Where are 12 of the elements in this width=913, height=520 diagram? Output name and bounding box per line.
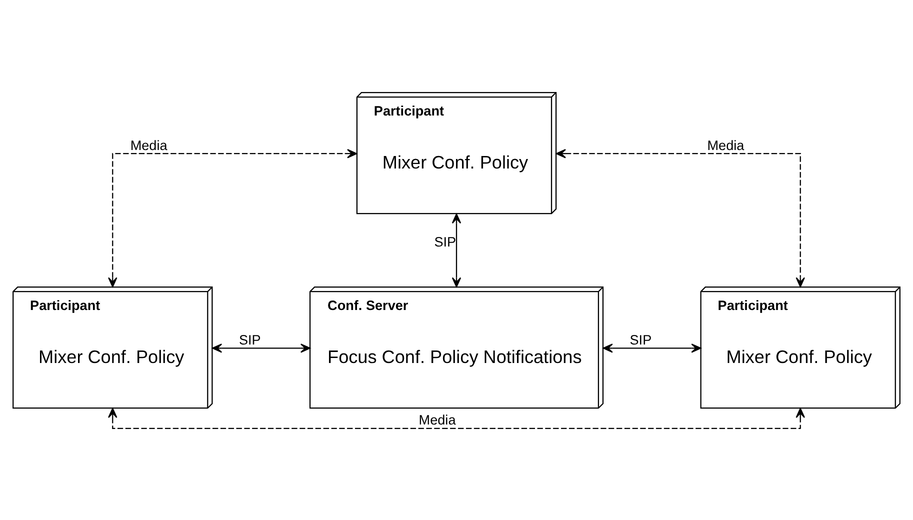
edge-label: Media	[130, 137, 168, 152]
arrow	[108, 407, 805, 429]
edge-label: SIP	[239, 332, 261, 347]
edge-label: Media	[707, 137, 744, 152]
edge-label: SIP	[630, 332, 652, 347]
arrow	[108, 148, 358, 287]
arrow	[556, 148, 805, 287]
arrow	[212, 343, 311, 352]
arrow	[602, 343, 702, 352]
edge-label: SIP	[434, 234, 456, 250]
edge-label: Media	[418, 412, 456, 428]
arrow	[452, 213, 462, 287]
